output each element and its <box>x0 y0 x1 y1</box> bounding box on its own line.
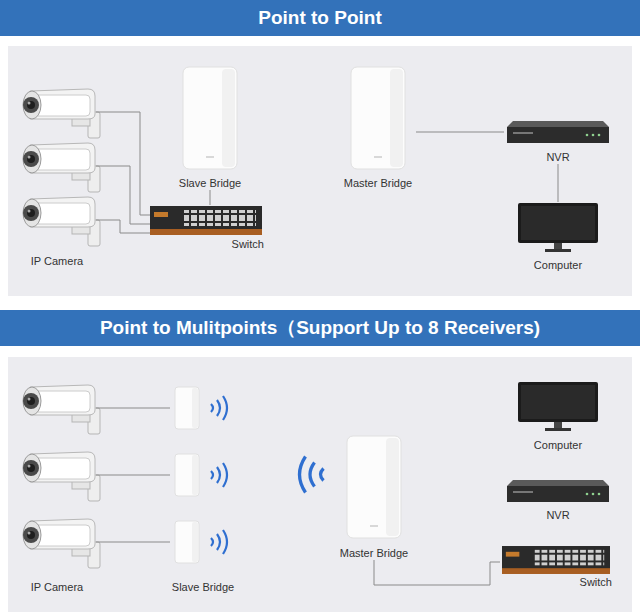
camera-icon <box>23 519 100 568</box>
camera-icon <box>23 452 100 501</box>
device-label: Master Bridge <box>340 547 408 560</box>
device-label: Switch <box>580 576 612 589</box>
bridge-device: Master Bridge <box>340 66 416 190</box>
nvr-icon <box>507 480 609 502</box>
device-label: Computer <box>534 439 582 452</box>
bridge-group: Slave Bridge <box>170 380 236 594</box>
device-label: IP Camera <box>31 255 83 268</box>
cable-line <box>96 475 170 476</box>
section-title: Point to Point <box>258 7 381 29</box>
network-switch: Switch <box>500 543 612 589</box>
device-label: Slave Bridge <box>179 177 241 190</box>
device-label: NVR <box>546 509 569 522</box>
bridge-icon <box>175 454 199 496</box>
cable-line <box>96 112 150 215</box>
bridge-icon <box>183 67 237 169</box>
device-label: Slave Bridge <box>172 581 234 594</box>
signal-waves <box>211 463 227 487</box>
camera-group: IP Camera <box>18 82 96 268</box>
computer-monitor: Computer <box>510 380 606 452</box>
nvr-recorder: NVR <box>504 476 612 522</box>
bridge-icon <box>175 387 199 429</box>
monitor-icon <box>518 382 598 431</box>
signal-waves <box>211 396 227 420</box>
section-panel <box>8 46 632 296</box>
cable-line <box>96 220 150 233</box>
signal-waves <box>211 530 227 554</box>
network-switch: Switch <box>150 205 264 251</box>
camera-icon <box>23 385 100 434</box>
camera-icon <box>23 143 100 192</box>
device-label: Computer <box>534 259 582 272</box>
camera-icon <box>23 197 100 246</box>
switch-icon <box>150 206 262 235</box>
nvr-recorder: NVR <box>504 118 612 164</box>
device-label: NVR <box>546 151 569 164</box>
cable-line <box>96 542 170 543</box>
nvr-icon <box>507 121 609 143</box>
bridge-icon <box>175 521 199 563</box>
section-title: Point to Mulitpoints（Support Up to 8 Rec… <box>100 317 540 339</box>
cable-line <box>96 408 170 409</box>
bridge-icon <box>351 67 405 169</box>
camera-group: IP Camera <box>18 376 96 594</box>
bridge-device: Slave Bridge <box>172 66 248 190</box>
camera-icon <box>23 89 100 138</box>
section-header: Point to Mulitpoints（Support Up to 8 Rec… <box>0 310 640 346</box>
computer-monitor: Computer <box>512 202 604 272</box>
section-header: Point to Point <box>0 0 640 36</box>
bridge-device: Master Bridge <box>336 432 412 560</box>
device-label: Master Bridge <box>344 177 412 190</box>
cable-line <box>96 166 150 224</box>
cable-line <box>374 560 500 585</box>
cable-line <box>416 132 504 133</box>
bridge-icon <box>347 436 401 538</box>
device-label: IP Camera <box>31 581 83 594</box>
cable-line <box>558 164 559 202</box>
section-panel <box>8 357 632 612</box>
cable-line <box>210 190 211 205</box>
switch-icon <box>502 546 610 574</box>
signal-waves <box>300 457 324 493</box>
device-label: Switch <box>232 238 264 251</box>
monitor-icon <box>518 203 598 252</box>
